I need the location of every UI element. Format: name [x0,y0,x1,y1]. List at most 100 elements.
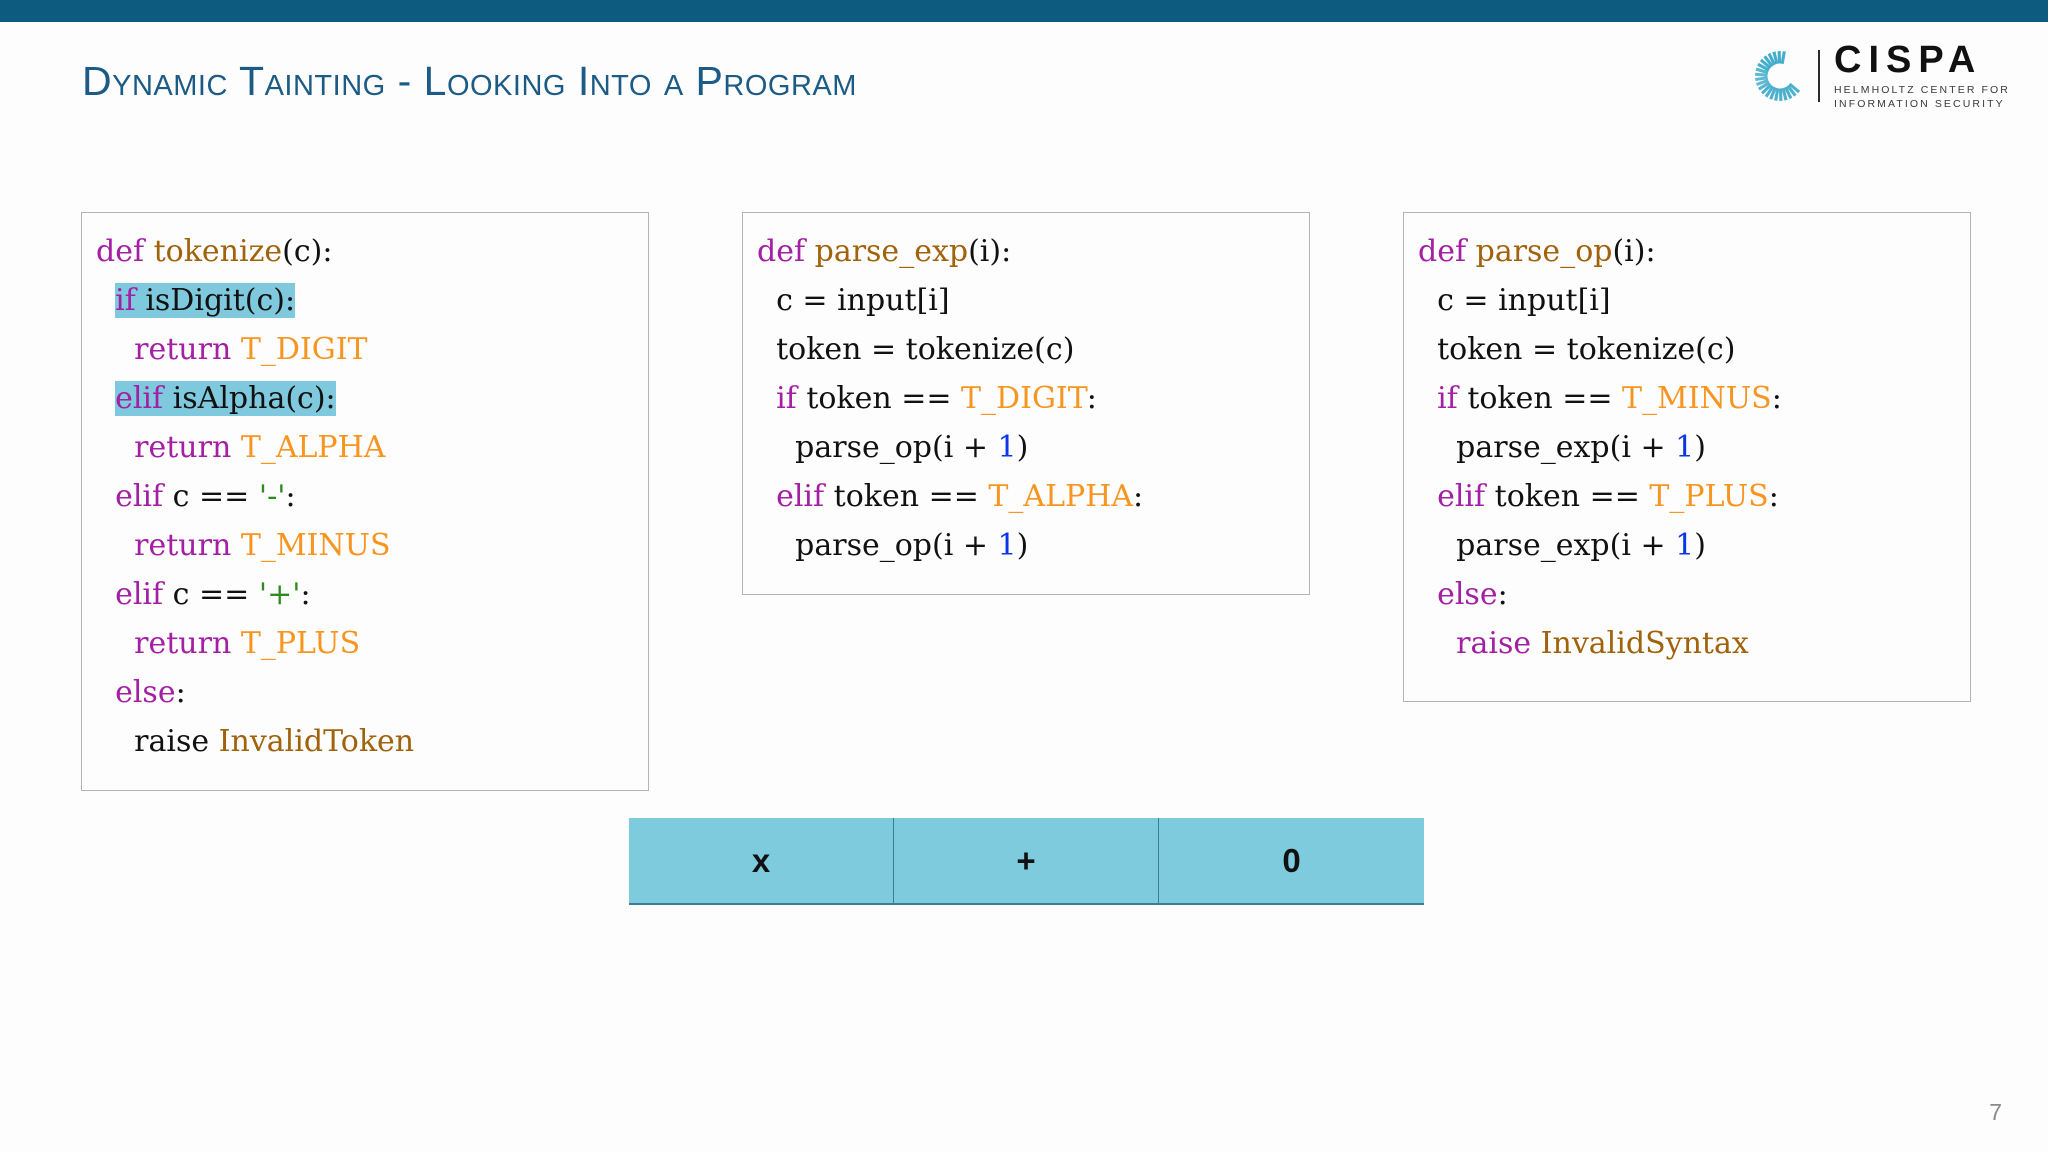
code-token-pln: parse_exp(i + [1456,528,1676,563]
code-line: parse_op(i + 1) [757,527,1293,576]
code-line-content: token = tokenize(c) [776,332,1074,367]
code-indent [1418,430,1456,465]
code-line-content: return T_MINUS [134,528,390,563]
code-token-pln: isDigit(c): [145,283,296,318]
code-line: else: [96,674,632,723]
code-line-content: parse_op(i + 1) [795,528,1028,563]
code-token-num: 1 [997,528,1017,563]
code-line-content: raise InvalidToken [134,724,414,759]
code-token-cst: T_ALPHA [988,479,1133,514]
code-line-content: elif c == '+': [115,577,311,612]
code-token-kw: elif [115,479,173,514]
code-indent [96,430,134,465]
code-indent [96,724,134,759]
code-line: parse_exp(i + 1) [1418,527,1954,576]
code-line: return T_ALPHA [96,429,632,478]
code-token-pln: : [1771,381,1782,416]
code-token-pln: : [1497,577,1508,612]
code-token-pln: ) [1016,528,1029,563]
code-token-pln: ) [1694,430,1706,465]
code-block-parse-op: def parse_op(i): c = input[i] token = to… [1403,212,1971,702]
code-token-pln: parse_exp(i + [1456,430,1676,465]
code-token-pln: : [1086,381,1097,416]
code-line-content: if token == T_MINUS: [1437,381,1782,416]
code-indent [757,528,795,563]
code-token-cst: T_DIGIT [961,381,1087,416]
code-token-pln: (i): [968,234,1012,269]
code-token-pln: (c): [282,234,333,269]
code-indent [1418,528,1456,563]
code-token-kw: else [115,675,176,710]
code-line-content: if token == T_DIGIT: [776,381,1097,416]
code-token-pln: c = input[i] [1437,283,1611,318]
code-token-pln: token = tokenize(c) [776,332,1075,367]
code-token-pln: ) [1016,430,1029,465]
code-token-cst: T_MINUS [1622,381,1772,416]
code-indent [96,626,134,661]
code-indent [1418,626,1456,661]
code-line: def tokenize(c): [96,233,632,282]
code-token-str: '-' [258,479,286,514]
code-token-cst: T_PLUS [1649,479,1769,514]
code-line: if token == T_MINUS: [1418,380,1954,429]
code-token-cst: T_MINUS [240,528,391,563]
code-token-str: '+' [258,577,301,612]
code-line: raise InvalidToken [96,723,632,772]
code-indent [1418,332,1437,367]
code-line-content: parse_exp(i + 1) [1456,528,1706,563]
code-line: token = tokenize(c) [757,331,1293,380]
code-indent [96,381,115,416]
token-cell: 0 [1159,818,1424,903]
code-indent [96,479,115,514]
cispa-logo: CISPA HELMHOLTZ CENTER FOR INFORMATION S… [1752,41,2032,110]
code-line: c = input[i] [1418,282,1954,331]
token-cell: + [894,818,1159,903]
code-token-num: 1 [997,430,1017,465]
code-token-pln: token == [1494,479,1650,514]
code-token-kw: return [134,430,241,465]
code-token-fn: InvalidSyntax [1540,626,1749,661]
code-token-fn: tokenize [153,234,283,269]
code-line: parse_exp(i + 1) [1418,429,1954,478]
code-token-pln: parse_op(i + [795,528,998,563]
code-line: token = tokenize(c) [1418,331,1954,380]
code-indent [96,577,115,612]
code-block-parse-exp: def parse_exp(i): c = input[i] token = t… [742,212,1310,595]
code-line-content: else: [115,675,186,710]
code-line: else: [1418,576,1954,625]
token-cell: x [629,818,894,903]
code-line-content: c = input[i] [776,283,950,318]
code-indent [757,332,776,367]
code-token-kw: else [1437,577,1498,612]
code-token-kw: raise [1456,626,1541,661]
code-token-kw: def [96,234,154,269]
code-line-content: elif c == '-': [115,479,296,514]
code-indent [757,283,776,318]
code-token-kw: elif [115,381,173,416]
code-token-pln: c == [172,577,259,612]
code-token-cst: T_PLUS [240,626,361,661]
code-token-pln: : [175,675,186,710]
code-token-pln: ) [1694,528,1706,563]
code-line: def parse_exp(i): [757,233,1293,282]
code-indent [96,283,115,318]
code-line: elif token == T_PLUS: [1418,478,1954,527]
code-block-tokenize: def tokenize(c): if isDigit(c): return T… [81,212,649,791]
code-line: def parse_op(i): [1418,233,1954,282]
logo-wordmark: CISPA [1834,39,1983,82]
code-line-content: token = tokenize(c) [1437,332,1735,367]
code-token-kw: elif [115,577,173,612]
code-token-fn: parse_exp [814,234,969,269]
code-indent [1418,283,1437,318]
code-token-kw: return [134,626,241,661]
code-token-num: 1 [1675,528,1695,563]
code-indent [1418,577,1437,612]
code-indent [757,381,776,416]
code-token-pln: isAlpha(c): [172,381,336,416]
code-line: parse_op(i + 1) [757,429,1293,478]
token-sequence-table: x+0 [629,818,1424,905]
code-token-pln: token == [833,479,989,514]
code-line-content: c = input[i] [1437,283,1611,318]
page-number: 7 [1989,1099,2002,1125]
code-line: elif isAlpha(c): [96,380,632,429]
